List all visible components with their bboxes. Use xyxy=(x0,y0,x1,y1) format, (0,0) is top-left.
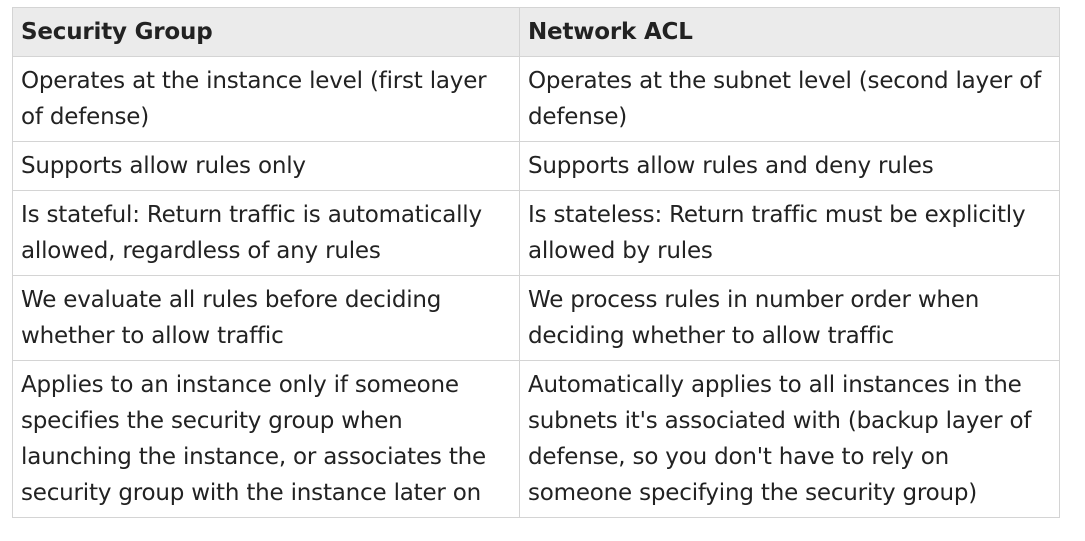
table-row: Applies to an instance only if someone s… xyxy=(12,360,1060,518)
table-row: We evaluate all rules before deciding wh… xyxy=(12,275,1060,361)
table-row: Is stateful: Return traffic is automatic… xyxy=(12,190,1060,276)
table-row: Supports allow rules only Supports allow… xyxy=(12,141,1060,191)
table-cell-network-acl: Supports allow rules and deny rules xyxy=(519,141,1060,191)
table-cell-security-group: Is stateful: Return traffic is automatic… xyxy=(12,190,520,276)
table-cell-network-acl: Automatically applies to all instances i… xyxy=(519,360,1060,518)
table-cell-security-group: Supports allow rules only xyxy=(12,141,520,191)
table-header-row: Security Group Network ACL xyxy=(12,7,1060,57)
table-cell-network-acl: Operates at the subnet level (second lay… xyxy=(519,56,1060,142)
table-cell-security-group: Operates at the instance level (first la… xyxy=(12,56,520,142)
header-security-group: Security Group xyxy=(12,7,520,57)
header-network-acl: Network ACL xyxy=(519,7,1060,57)
table-row: Operates at the instance level (first la… xyxy=(12,56,1060,142)
table-cell-network-acl: Is stateless: Return traffic must be exp… xyxy=(519,190,1060,276)
comparison-table: Security Group Network ACL Operates at t… xyxy=(12,7,1060,518)
comparison-table-container: Security Group Network ACL Operates at t… xyxy=(12,7,1060,518)
table-cell-network-acl: We process rules in number order when de… xyxy=(519,275,1060,361)
table-cell-security-group: We evaluate all rules before deciding wh… xyxy=(12,275,520,361)
table-cell-security-group: Applies to an instance only if someone s… xyxy=(12,360,520,518)
